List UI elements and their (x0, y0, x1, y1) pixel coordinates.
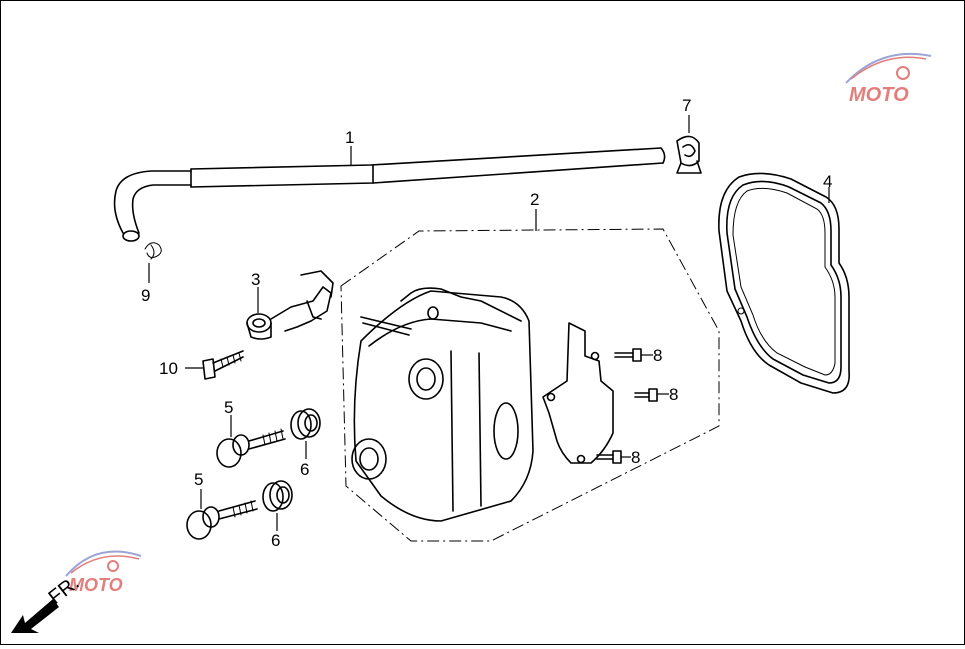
callout-2: 2 (530, 190, 539, 209)
hose-clip (144, 242, 162, 260)
hose-clamp (676, 135, 702, 174)
breather-hose (113, 147, 666, 242)
callout-8b: 8 (669, 385, 678, 404)
callout-5a: 5 (224, 398, 233, 417)
bolt-5-upper (216, 428, 286, 468)
callout-9: 9 (141, 286, 150, 305)
breather-plate (542, 322, 614, 464)
callout-1: 1 (345, 128, 354, 147)
flange-bolt-10 (202, 350, 244, 380)
bolt-5-lower (186, 500, 258, 540)
callout-7: 7 (682, 96, 691, 115)
svg-text:MOTO: MOTO (849, 84, 909, 106)
callout-8a: 8 (653, 346, 662, 365)
front-direction-arrow-icon (11, 599, 59, 633)
watermark-logo-top: MOTO (845, 52, 932, 106)
cover-gasket (718, 172, 850, 394)
callout-3: 3 (251, 270, 260, 289)
cylinder-head-cover (351, 287, 534, 522)
callout-5b: 5 (194, 470, 203, 489)
svg-text:MOTO: MOTO (69, 575, 123, 595)
callout-4: 4 (823, 172, 832, 191)
screw-8-top (614, 348, 642, 362)
callout-6b: 6 (271, 531, 280, 550)
assembly-outline (340, 228, 720, 542)
breather-bracket (246, 270, 334, 340)
screw-8-bottom (596, 450, 622, 464)
screw-8-middle (634, 388, 658, 402)
seal-washer-6-lower (262, 480, 293, 512)
seal-washer-6-upper (290, 408, 321, 440)
callout-6a: 6 (300, 460, 309, 479)
callout-8c: 8 (631, 448, 640, 467)
watermark-logo-bottom: MOTO (65, 550, 142, 595)
callout-10: 10 (159, 359, 178, 378)
